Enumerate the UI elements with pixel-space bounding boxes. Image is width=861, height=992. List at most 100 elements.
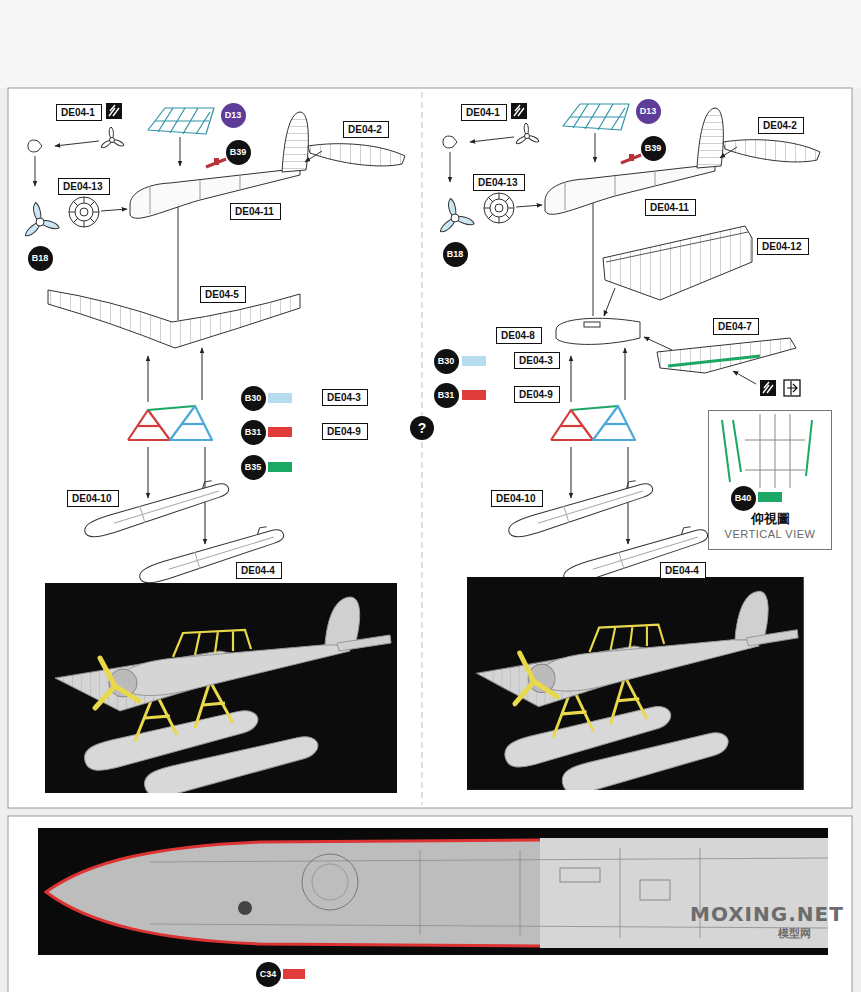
part-number: DE04-10 <box>72 492 111 505</box>
left-assembly <box>23 103 405 801</box>
callout-text: B18 <box>447 249 464 259</box>
right-assembly-part <box>603 226 752 300</box>
callout-number: B40 <box>731 486 756 511</box>
right-assembly-part <box>644 337 672 350</box>
right-assembly-part <box>462 390 486 400</box>
left-assembly-part <box>268 393 292 403</box>
right-assembly-part <box>467 577 804 798</box>
part-number: DE04-11 <box>650 201 689 214</box>
right-assembly-part <box>745 414 805 488</box>
right-assembly-part <box>584 322 600 327</box>
part-number: DE04-4 <box>665 564 699 577</box>
part-label: DE04-4 <box>660 562 706 579</box>
callout-text: B35 <box>245 462 262 472</box>
callout-text: B40 <box>735 493 752 503</box>
right-assembly-part <box>733 371 756 384</box>
right-assembly-part <box>657 338 796 373</box>
part-number: DE04-9 <box>519 388 553 401</box>
callout-number: D13 <box>636 99 661 124</box>
callout-number: B30 <box>241 386 266 411</box>
part-number: DE04-8 <box>501 329 535 342</box>
part-number: DE04-11 <box>235 205 274 218</box>
part-label: DE04-4 <box>236 562 282 579</box>
right-assembly-part <box>787 381 797 395</box>
ship-deck-part <box>560 868 600 882</box>
ship-deck-part <box>640 880 670 900</box>
left-assembly-part <box>106 103 122 119</box>
right-assembly-part <box>511 103 527 119</box>
right-assembly-part <box>784 380 800 396</box>
left-assembly-part <box>48 290 300 348</box>
callout-text: B31 <box>245 427 262 437</box>
callout-number: B18 <box>28 246 53 271</box>
right-assembly-part <box>722 420 812 482</box>
callout-text: B30 <box>438 356 455 366</box>
ship-deck-part <box>302 854 358 910</box>
part-number: DE04-13 <box>478 176 517 189</box>
right-assembly-part <box>462 356 486 366</box>
callout-number: D13 <box>221 103 246 128</box>
callout-text: ? <box>418 423 427 433</box>
sheet-part <box>8 816 852 992</box>
watermark: MOXING.NET <box>690 902 844 926</box>
part-number: DE04-1 <box>61 106 95 119</box>
part-number: DE04-9 <box>327 425 361 438</box>
part-label: DE04-3 <box>322 389 368 406</box>
part-number: DE04-12 <box>762 240 801 253</box>
callout-number: B31 <box>241 420 266 445</box>
part-label: DE04-10 <box>67 490 119 507</box>
right-assembly-part <box>606 232 748 262</box>
part-label: DE04-8 <box>496 327 542 344</box>
part-label: DE04-10 <box>491 490 543 507</box>
sheet-part <box>0 0 861 88</box>
part-number: DE04-1 <box>466 106 500 119</box>
part-label: DE04-13 <box>58 178 110 195</box>
right-assembly-part <box>760 380 776 396</box>
view-inset: 仰視圖VERTICAL VIEW B40 <box>708 410 832 550</box>
part-label: DE04-9 <box>322 423 368 440</box>
part-number: DE04-5 <box>205 288 239 301</box>
part-label: DE04-1 <box>461 104 507 121</box>
part-number: DE04-3 <box>327 391 361 404</box>
part-number: DE04-2 <box>763 119 797 132</box>
part-label: DE04-2 <box>758 117 804 134</box>
callout-number: B39 <box>226 140 251 165</box>
view-caption: 仰視圖 <box>709 510 831 527</box>
callout-number: B35 <box>241 455 266 480</box>
ship-deck-part <box>238 901 252 915</box>
right-assembly-part <box>758 492 782 502</box>
right-assembly-part <box>438 104 820 316</box>
part-label: DE04-1 <box>56 104 102 121</box>
left-assembly-part <box>268 427 292 437</box>
view-caption: VERTICAL VIEW <box>709 527 831 541</box>
callout-text: B18 <box>32 253 49 263</box>
callout-number: C34 <box>256 962 281 987</box>
callout-text: B39 <box>230 147 247 157</box>
watermark: 模型网 <box>778 926 811 941</box>
ship-deck-part <box>312 864 348 900</box>
ship-deck-part <box>38 828 828 955</box>
part-label: DE04-13 <box>473 174 525 191</box>
callout-number: ? <box>410 416 434 440</box>
part-number: DE04-13 <box>63 180 102 193</box>
callout-text: D13 <box>640 106 657 116</box>
callout-text: B39 <box>645 143 662 153</box>
callout-number: B31 <box>434 383 459 408</box>
part-label: DE04-11 <box>230 203 281 220</box>
part-label: DE04-5 <box>200 286 246 303</box>
callout-number: B39 <box>641 136 666 161</box>
part-number: DE04-2 <box>348 123 382 136</box>
part-label: DE04-7 <box>713 318 759 335</box>
part-label: DE04-12 <box>757 238 809 255</box>
left-assembly-part <box>23 108 405 320</box>
callout-number: B18 <box>443 242 468 267</box>
ship-deck-part <box>46 840 540 946</box>
callout-text: B31 <box>438 390 455 400</box>
part-label: DE04-3 <box>514 352 560 369</box>
part-number: DE04-4 <box>241 564 275 577</box>
right-assembly <box>438 103 820 798</box>
part-number: DE04-10 <box>496 492 535 505</box>
ship-deck-part <box>283 969 305 979</box>
